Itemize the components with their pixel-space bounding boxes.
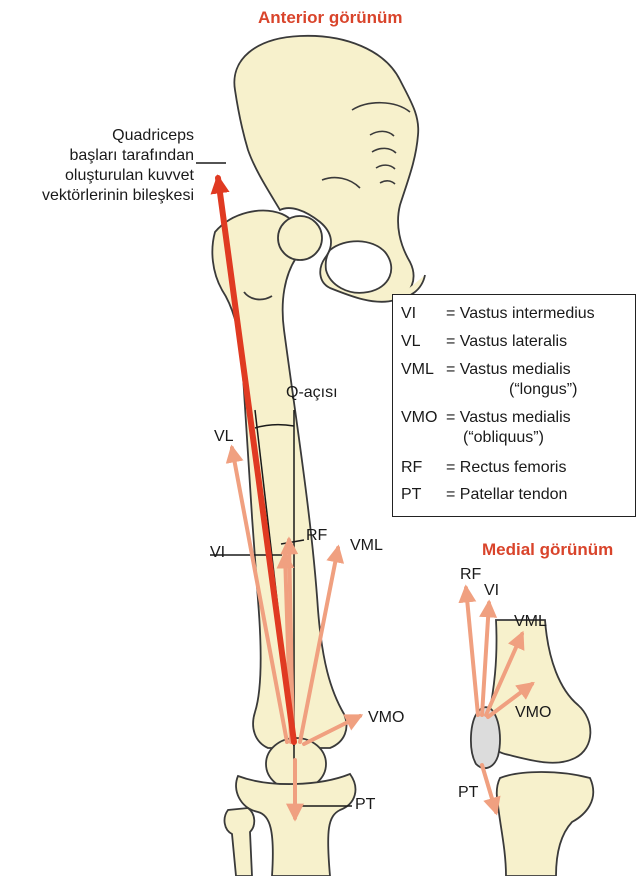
legend-abbr: VL — [401, 333, 421, 351]
q-angle-label: Q-açısı — [286, 384, 338, 402]
medial-rf-label: RF — [460, 566, 481, 584]
medial-rf-arrow — [466, 588, 478, 715]
fibula-bone — [225, 808, 255, 876]
medial-tibia — [497, 772, 594, 876]
medial-pt-label: PT — [458, 784, 478, 802]
resultant-label-line-1: Quadriceps — [40, 126, 194, 146]
legend-desc: = Vastus medialis — [446, 409, 571, 427]
medial-vi-label: VI — [484, 582, 499, 600]
legend-desc-sub: (“obliquus”) — [463, 429, 544, 447]
anterior-view-title: Anterior görünüm — [258, 8, 403, 28]
femoral-head — [278, 216, 322, 260]
vml-label: VML — [350, 537, 383, 555]
rf-label: RF — [306, 527, 327, 545]
resultant-label-line-4: vektörlerinin bileşkesi — [40, 186, 194, 206]
legend-abbr: VI — [401, 305, 416, 323]
legend-desc-sub: (“longus”) — [509, 381, 577, 399]
medial-vml-label: VML — [514, 613, 547, 631]
vl-label: VL — [214, 428, 234, 446]
resultant-label-line-3: oluşturulan kuvvet — [40, 166, 194, 186]
vmo-label: VMO — [368, 709, 404, 727]
resultant-label-line-2: başları tarafından — [40, 146, 194, 166]
medial-vi-arrow — [482, 603, 489, 715]
legend-abbr: RF — [401, 459, 422, 477]
legend-desc: = Vastus lateralis — [446, 333, 567, 351]
medial-femur — [487, 620, 591, 763]
legend-abbr: VML — [401, 361, 434, 379]
pt-label: PT — [355, 796, 375, 814]
medial-vmo-label: VMO — [515, 704, 551, 722]
legend-desc: = Vastus intermedius — [446, 305, 595, 323]
vi-label: VI — [210, 544, 225, 562]
legend-box: VI = Vastus intermedius VL = Vastus late… — [392, 294, 636, 517]
legend-abbr: PT — [401, 486, 421, 504]
legend-desc: = Rectus femoris — [446, 459, 566, 477]
medial-view-title: Medial görünüm — [482, 540, 613, 560]
legend-desc: = Vastus medialis — [446, 361, 571, 379]
resultant-force-label: Quadriceps başları tarafından oluşturula… — [40, 126, 194, 206]
medial-pt-arrow — [482, 765, 496, 812]
legend-abbr: VMO — [401, 409, 437, 427]
legend-desc: = Patellar tendon — [446, 486, 567, 504]
